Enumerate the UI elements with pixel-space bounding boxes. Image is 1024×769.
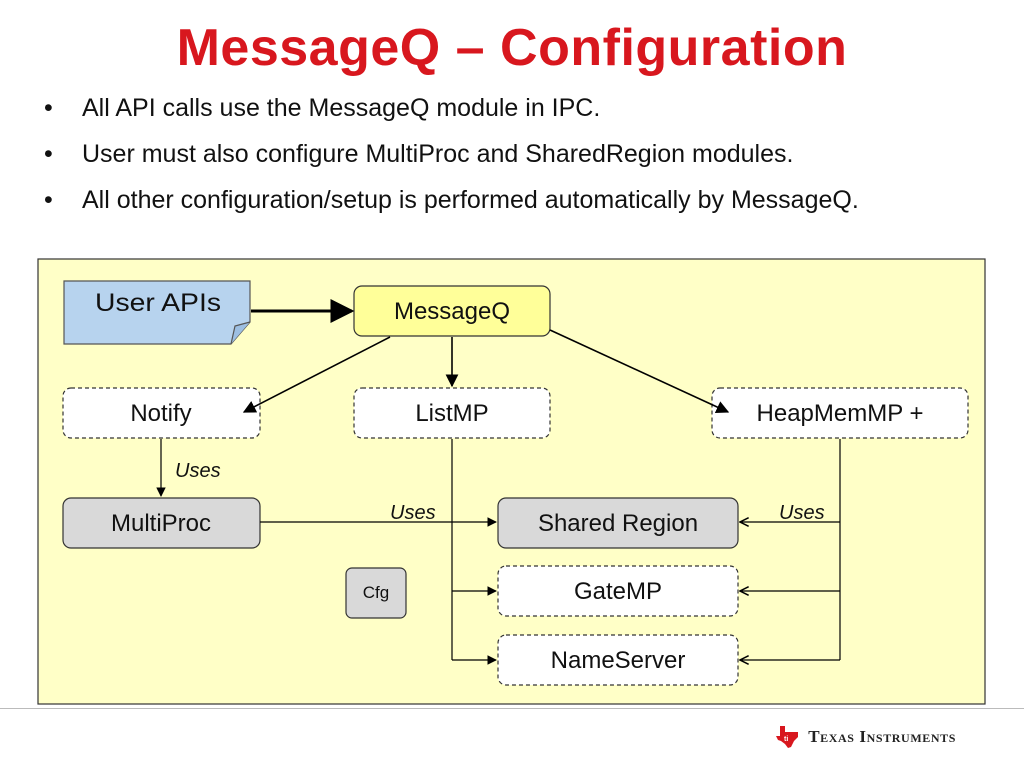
gatemp-node: GateMP (497, 565, 739, 617)
bullet-list: • All API calls use the MessageQ module … (44, 92, 1004, 230)
ti-logo: ti Texas Instruments (774, 725, 956, 749)
edge-messageq-notify (242, 336, 391, 413)
nameserver-label: NameServer (551, 647, 686, 674)
bullet-dot: • (44, 186, 53, 214)
nameserver-node: NameServer (497, 634, 739, 686)
notify-node: Notify (62, 387, 261, 439)
uses-label-multiproc: Uses (390, 502, 436, 524)
bullet-dot: • (44, 94, 53, 122)
bullet-text: User must also configure MultiProc and S… (82, 140, 794, 168)
shared-region-label: Shared Region (538, 510, 698, 537)
texas-state-icon: ti (776, 726, 799, 748)
gatemp-label: GateMP (574, 578, 662, 605)
heapmemmp-label: HeapMemMP + (757, 400, 924, 427)
uses-label-heap: Uses (779, 502, 825, 524)
multiproc-node: MultiProc (62, 497, 261, 549)
user-apis-label: User APIs (95, 289, 221, 317)
cfg-label: Cfg (363, 583, 389, 602)
cfg-node: Cfg (345, 567, 407, 619)
messageq-label: MessageQ (394, 298, 510, 325)
user-apis-node: User APIs (63, 280, 251, 345)
slide-title: MessageQ – Configuration (176, 19, 848, 77)
bullet-dot: • (44, 140, 53, 168)
bullet-item: • All API calls use the MessageQ module … (44, 92, 1004, 124)
logo-text: Texas Instruments (808, 727, 956, 746)
listmp-label: ListMP (415, 400, 488, 427)
uses-label-notify: Uses (175, 460, 221, 482)
shared-region-node: Shared Region (497, 497, 739, 549)
messageq-node: MessageQ (353, 285, 551, 337)
listmp-node: ListMP (353, 387, 551, 439)
svg-text:ti: ti (784, 736, 788, 743)
edge-messageq-heapmemmp (549, 329, 730, 413)
bullet-text: All API calls use the MessageQ module in… (82, 94, 601, 122)
heapmemmp-node: HeapMemMP + (711, 387, 969, 439)
bullet-text: All other configuration/setup is perform… (82, 186, 859, 214)
multiproc-label: MultiProc (111, 510, 211, 537)
bullet-item: • All other configuration/setup is perfo… (44, 184, 872, 216)
footer: ti Texas Instruments (0, 708, 1024, 769)
bullet-item: • User must also configure MultiProc and… (44, 138, 1004, 170)
notify-label: Notify (130, 400, 191, 427)
